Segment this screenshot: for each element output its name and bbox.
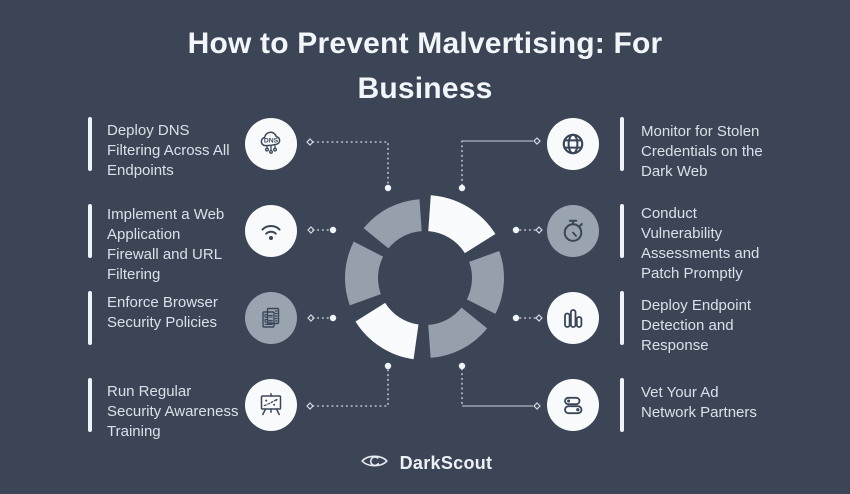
wifi-icon <box>245 205 297 257</box>
accent-bar <box>620 291 624 345</box>
accent-bar <box>620 117 624 171</box>
connector-mid-left-2 <box>307 314 337 322</box>
item-text-vulnerability-assessments: Conduct Vulnerability Assessments and Pa… <box>641 205 760 282</box>
page-title: How to Prevent Malvertising: For Busines… <box>187 27 663 105</box>
stopwatch-icon <box>547 205 599 257</box>
accent-bar <box>620 204 624 258</box>
server-stack-icon <box>547 379 599 431</box>
accent-bar <box>88 117 92 171</box>
svg-text:DNS: DNS <box>264 137 279 144</box>
donut-segment <box>355 302 419 360</box>
cycle-donut-diagram <box>345 195 504 360</box>
item-text-waf: Implement a Web Application Firewall and… <box>107 206 225 283</box>
brand-name: DarkScout <box>399 452 493 473</box>
donut-segment <box>363 199 422 249</box>
connector-mid-right-2 <box>512 314 543 322</box>
presentation-board-icon <box>245 379 297 431</box>
accent-bar <box>88 204 92 258</box>
connector-top-left <box>306 138 392 192</box>
donut-segment <box>345 241 384 306</box>
documents-checklist-icon <box>245 292 297 344</box>
connector-mid-right-1 <box>512 226 543 234</box>
connector-bottom-right <box>458 362 541 410</box>
item-text-ad-network-partners: Vet Your Ad Network Partners <box>641 384 757 421</box>
dns-cloud-icon: DNS <box>245 118 297 170</box>
donut-segment <box>428 307 488 358</box>
donut-segment <box>428 195 496 254</box>
bar-chart-icon <box>547 292 599 344</box>
brand-footer: DarkScout <box>0 449 850 477</box>
item-text-edr: Deploy Endpoint Detection and Response <box>641 297 752 354</box>
item-text-browser-policies: Enforce Browser Security Policies <box>107 294 218 331</box>
item-text-awareness-training: Run Regular Security Awareness Training <box>107 383 239 440</box>
item-text-deploy-dns: Deploy DNS Filtering Across All Endpoint… <box>107 122 230 179</box>
darkscout-eye-logo-icon <box>358 450 391 477</box>
item-text-dark-web-monitor: Monitor for Stolen Credentials on the Da… <box>641 123 763 180</box>
accent-bar <box>88 378 92 432</box>
connector-top-right <box>458 137 541 192</box>
globe-icon <box>547 118 599 170</box>
accent-bar <box>88 291 92 345</box>
accent-bar <box>620 378 624 432</box>
connector-bottom-left <box>306 362 392 410</box>
connector-mid-left-1 <box>307 226 337 234</box>
donut-segment <box>466 250 504 314</box>
